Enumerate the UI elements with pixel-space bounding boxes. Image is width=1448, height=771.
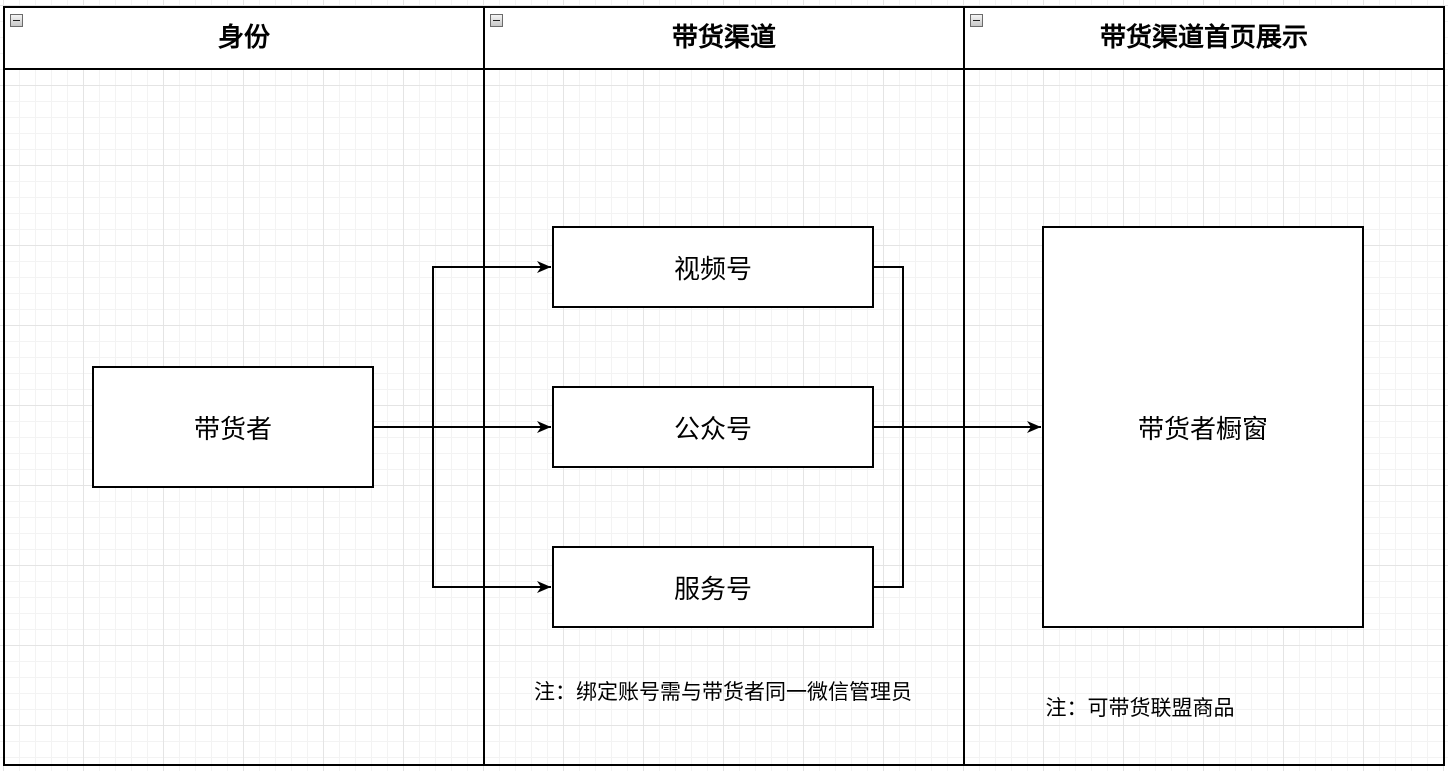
node-video-account[interactable]: 视频号 (552, 226, 874, 308)
collapse-icon[interactable] (10, 14, 23, 27)
node-service-account[interactable]: 服务号 (552, 546, 874, 628)
lane-identity: 身份 (3, 6, 485, 766)
lane-title: 带货渠道首页展示 (1099, 23, 1308, 53)
note-showcase: 注：可带货联盟商品 (1045, 696, 1235, 720)
lane-header: 身份 (5, 8, 483, 70)
edge-service-to-showcase[interactable] (873, 427, 904, 588)
note-binding: 注：绑定账号需与带货者同一微信管理员 (534, 680, 912, 704)
lane-channels: 带货渠道 (483, 6, 965, 766)
edge-seller-to-video[interactable] (432, 261, 551, 427)
edge-seller-to-service[interactable] (432, 427, 551, 593)
lane-title: 身份 (217, 23, 270, 53)
node-seller[interactable]: 带货者 (92, 366, 374, 488)
node-official-account[interactable]: 公众号 (552, 386, 874, 468)
collapse-icon[interactable] (490, 14, 503, 27)
node-seller-showcase[interactable]: 带货者橱窗 (1042, 226, 1364, 628)
lane-header: 带货渠道 (485, 8, 963, 70)
collapse-icon[interactable] (970, 14, 983, 27)
lane-title: 带货渠道 (671, 23, 776, 53)
lane-channel-homepage: 带货渠道首页展示 (963, 6, 1445, 766)
edge-video-to-showcase[interactable] (873, 266, 904, 427)
lane-header: 带货渠道首页展示 (965, 8, 1443, 70)
